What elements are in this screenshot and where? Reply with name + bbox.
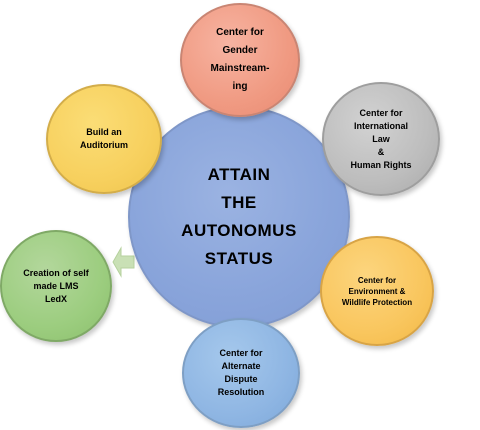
node-gender-mainstreaming: Center for Gender Mainstream- ing (180, 3, 300, 117)
node-text: Resolution (217, 387, 265, 397)
arrow-left-icon (112, 246, 135, 278)
center-line: AUTONOMUS (181, 221, 297, 240)
node-text: & (377, 146, 385, 157)
node-text: Auditorium (80, 140, 128, 150)
node-text: Wildlife Protection (341, 297, 413, 307)
node-text: Dispute (224, 374, 258, 384)
node-text: made LMS (33, 280, 79, 291)
node-self-made-lms: Creation of self made LMS LedX (0, 230, 112, 342)
node-text: Center for (359, 107, 403, 118)
node-text: Environment & (348, 286, 406, 296)
center-line: STATUS (204, 249, 274, 268)
node-text: Center for (219, 348, 263, 358)
center-line: ATTAIN (207, 165, 271, 184)
node-text: Gender (222, 45, 258, 56)
node-text: Build an (86, 127, 122, 137)
node-text: Center for (357, 275, 397, 285)
center-line: THE (221, 193, 257, 212)
node-text: LedX (44, 293, 67, 304)
node-auditorium: Build an Auditorium (46, 84, 162, 194)
node-text: ing (232, 81, 248, 92)
node-text: Center for (216, 27, 264, 38)
node-text: Human Rights (350, 159, 412, 170)
node-international-law: Center for International Law & Human Rig… (322, 82, 440, 196)
node-text: Alternate (221, 361, 261, 371)
node-dispute-resolution: Center for Alternate Dispute Resolution (182, 318, 300, 428)
node-text: Mainstream- (210, 63, 270, 74)
node-environment-wildlife: Center for Environment & Wildlife Protec… (320, 236, 434, 346)
node-text: Creation of self (23, 267, 89, 278)
node-text: Law (372, 133, 390, 144)
node-text: International (353, 120, 408, 131)
